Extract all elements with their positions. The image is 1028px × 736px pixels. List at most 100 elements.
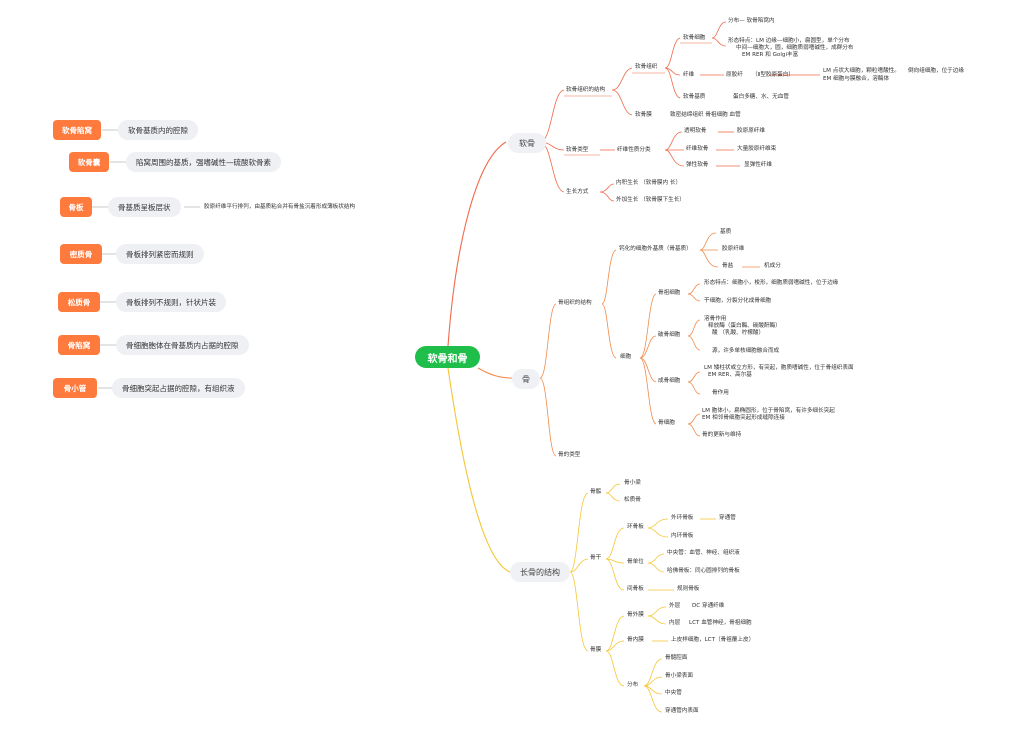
bone-oc4: 源，许多单核细胞融合而成: [712, 348, 780, 354]
lb-osteon[interactable]: 骨单位: [627, 559, 644, 565]
lb-inner-layer: 内层: [669, 620, 681, 626]
lb-inner-ring: 内环骨板: [671, 533, 694, 539]
lb-central: 中央管：血管、神经、组织液: [667, 550, 740, 556]
cart-fibrous-note: 大量胶原纤维束: [737, 146, 777, 152]
term-tag-spongy-bone[interactable]: 松质骨: [58, 292, 100, 312]
root-node[interactable]: 软骨和骨: [415, 346, 480, 368]
cart-fibrous[interactable]: 纤维软骨: [686, 146, 709, 152]
lb-outer-layer: 外层: [669, 603, 681, 609]
cart-hyaline[interactable]: 透明软骨: [684, 128, 707, 134]
bone-osteoclast[interactable]: 破骨细胞: [658, 332, 681, 338]
lb-lamella: 哈佛骨板：同心圆排列的骨板: [667, 568, 740, 574]
bone-osteocyte[interactable]: 骨细胞: [658, 420, 675, 426]
branch-long-bone[interactable]: 长骨的结构: [510, 562, 570, 582]
term-tag-cartilage-lacuna[interactable]: 软骨陷窝: [53, 120, 101, 140]
lb-outer-layer-note: DC 穿通纤维: [692, 603, 725, 609]
term-desc-canaliculus: 骨细胞突起占据的腔隙，有组织液: [112, 378, 245, 398]
connector-root-longbone: [447, 367, 511, 573]
lb-d1: 骨髓腔面: [665, 655, 688, 661]
lb-outer-ring: 外环骨板: [671, 515, 694, 521]
bone-oc3: 酸 （乳酸、柠檬酸）: [712, 330, 765, 336]
cart-fiber-types: 纤维性质分类: [617, 147, 651, 153]
cart-types[interactable]: 软骨类型: [566, 147, 589, 153]
cart-morph1: 形态特点：LM 边缘—细胞小，扁圆型，单个分布: [728, 38, 850, 44]
term-desc-cartilage-lacuna: 软骨基质内的腔隙: [118, 120, 198, 140]
bone-salt-note: 机成分: [764, 263, 781, 269]
bone-op-func: 干细胞，分裂分化成骨细胞: [704, 298, 772, 304]
cart-growth[interactable]: 生长方式: [566, 189, 589, 195]
branch-cartilage[interactable]: 软骨: [508, 133, 546, 153]
bone-oy2: EM 相邻骨细胞突起形成缝隙连接: [702, 415, 785, 421]
cart-matrix[interactable]: 软骨基质: [683, 94, 706, 100]
bone-oy3: 骨的更新与维持: [702, 432, 742, 438]
lb-periosteum[interactable]: 骨膜: [590, 647, 602, 653]
lb-outer-ring-note: 穿通管: [719, 515, 736, 521]
term-tag-bone-lamella[interactable]: 骨板: [60, 197, 92, 217]
bone-osteoprogenitor[interactable]: 骨祖细胞: [658, 290, 681, 296]
bone-cells[interactable]: 细胞: [620, 354, 632, 360]
bone-salt: 骨盐: [722, 263, 734, 269]
cart-distribution: 分布— 软骨陷窝内: [728, 18, 775, 24]
cart-morph3: EM RER 和 Golgi丰富: [742, 52, 799, 58]
bone-oy1: LM 胞体小，扁椭圆形，位于骨陷窝，有许多细长突起: [702, 408, 835, 414]
bone-collagen: 胶原纤维: [722, 246, 745, 252]
lb-endosteum-note: 上皮样细胞，LCT（骨祖覆上皮）: [671, 637, 755, 643]
term-desc-spongy-bone: 骨板排列不规则，针状片装: [116, 292, 226, 312]
lb-shaft[interactable]: 骨干: [590, 555, 602, 561]
cart-lm1b: 倒向组细胞，位于边缘: [908, 68, 964, 74]
bone-ecm[interactable]: 钙化的细胞外基质（骨基质）: [619, 246, 692, 252]
cart-elastic[interactable]: 弹性软骨: [686, 162, 709, 168]
term-tag-canaliculus[interactable]: 骨小管: [53, 378, 97, 398]
cart-tissue[interactable]: 软骨组织: [635, 64, 658, 70]
cart-lm1: LM 点状大细胞，颗粒嗜酸性。: [823, 68, 900, 74]
lb-trabecula: 骨小梁: [624, 480, 641, 486]
lb-dist[interactable]: 分布: [627, 682, 639, 688]
lb-outer-peri[interactable]: 骨外膜: [627, 612, 644, 618]
cart-morph2: 中间—细胞大，圆，细胞质弱嗜碱性，成群分布: [736, 45, 854, 51]
cart-fiber[interactable]: 纤维: [683, 72, 695, 78]
bone-oc1: 溶骨作用: [704, 316, 727, 322]
cart-inner: 内积生长 （软骨膜内 长）: [616, 180, 682, 186]
bone-op-morph: 形态特点：细胞小，梭形，细胞质弱嗜碱性，位于边缘: [704, 280, 839, 286]
cart-matrix-note: 蛋白多糖、水、无血管: [733, 94, 789, 100]
bone-ob2: EM RER、高尔基: [708, 372, 752, 378]
cart-perichondrium-note: 致密结缔组织 骨祖细胞 血管: [670, 112, 741, 118]
cart-structure[interactable]: 软骨组织的结构: [566, 87, 606, 93]
term-tag-bone-lacuna[interactable]: 骨陷窝: [58, 335, 100, 355]
cart-collagen: 原胶纤: [726, 72, 743, 78]
term-desc-cartilage-capsule: 陷窝周围的基质，强嗜碱性—硫酸软骨素: [126, 152, 281, 172]
lb-spongy: 松质骨: [624, 497, 641, 503]
bone-matrix: 基质: [720, 229, 732, 235]
lb-interstitial-note: 规则骨板: [677, 586, 700, 592]
bone-types[interactable]: 骨的类型: [558, 452, 581, 458]
lb-d3: 中央管: [665, 690, 682, 696]
cart-collagen-note: （Ⅱ型胶原蛋白）: [752, 72, 794, 78]
term-note-bone-lamella: 胶原纤维平行排列，由基质粘合并有骨盐沉着形成薄板状结构: [204, 204, 356, 210]
bone-structure[interactable]: 骨组织的结构: [558, 300, 592, 306]
bone-ob1: LM 矮柱状或立方形，有突起，胞质嗜碱性，位于骨组织表面: [704, 365, 854, 371]
bone-osteoblast[interactable]: 成骨细胞: [658, 378, 681, 384]
cart-hyaline-note: 胶原原纤维: [737, 128, 765, 134]
term-desc-compact-bone: 骨板排列紧密而规则: [116, 244, 204, 264]
lb-ring[interactable]: 环骨板: [627, 524, 644, 530]
bone-ob3: 骨作用: [712, 390, 729, 396]
cart-cell[interactable]: 软骨细胞: [683, 35, 706, 41]
branch-bone[interactable]: 骨: [512, 369, 540, 389]
lb-epiphysis[interactable]: 骨骺: [590, 489, 602, 495]
lb-d2: 骨小梁表面: [665, 673, 693, 679]
lb-interstitial[interactable]: 间骨板: [627, 586, 644, 592]
term-desc-bone-lamella: 骨基质呈板层状: [108, 197, 181, 217]
cart-outer: 外加生长 （软骨膜下生长）: [616, 197, 685, 203]
term-tag-compact-bone[interactable]: 密质骨: [60, 244, 102, 264]
bone-oc2: 释放酶（蛋白酶、碳酸酐酶）: [708, 323, 781, 329]
term-desc-bone-lacuna: 骨细胞胞体在骨基质内占据的腔隙: [116, 335, 249, 355]
lb-endosteum[interactable]: 骨内膜: [627, 637, 644, 643]
cart-em1: EM 细胞与膜融合，溶酶体: [823, 76, 890, 82]
cart-elastic-note: 显弹性纤维: [744, 162, 772, 168]
cart-perichondrium[interactable]: 软骨膜: [635, 112, 652, 118]
lb-inner-layer-note: LCT 血管神经，骨祖细胞: [689, 620, 752, 626]
term-tag-cartilage-capsule[interactable]: 软骨囊: [69, 152, 109, 172]
lb-d4: 穿通管内表面: [665, 708, 699, 714]
connector-root-bone: [477, 367, 513, 379]
